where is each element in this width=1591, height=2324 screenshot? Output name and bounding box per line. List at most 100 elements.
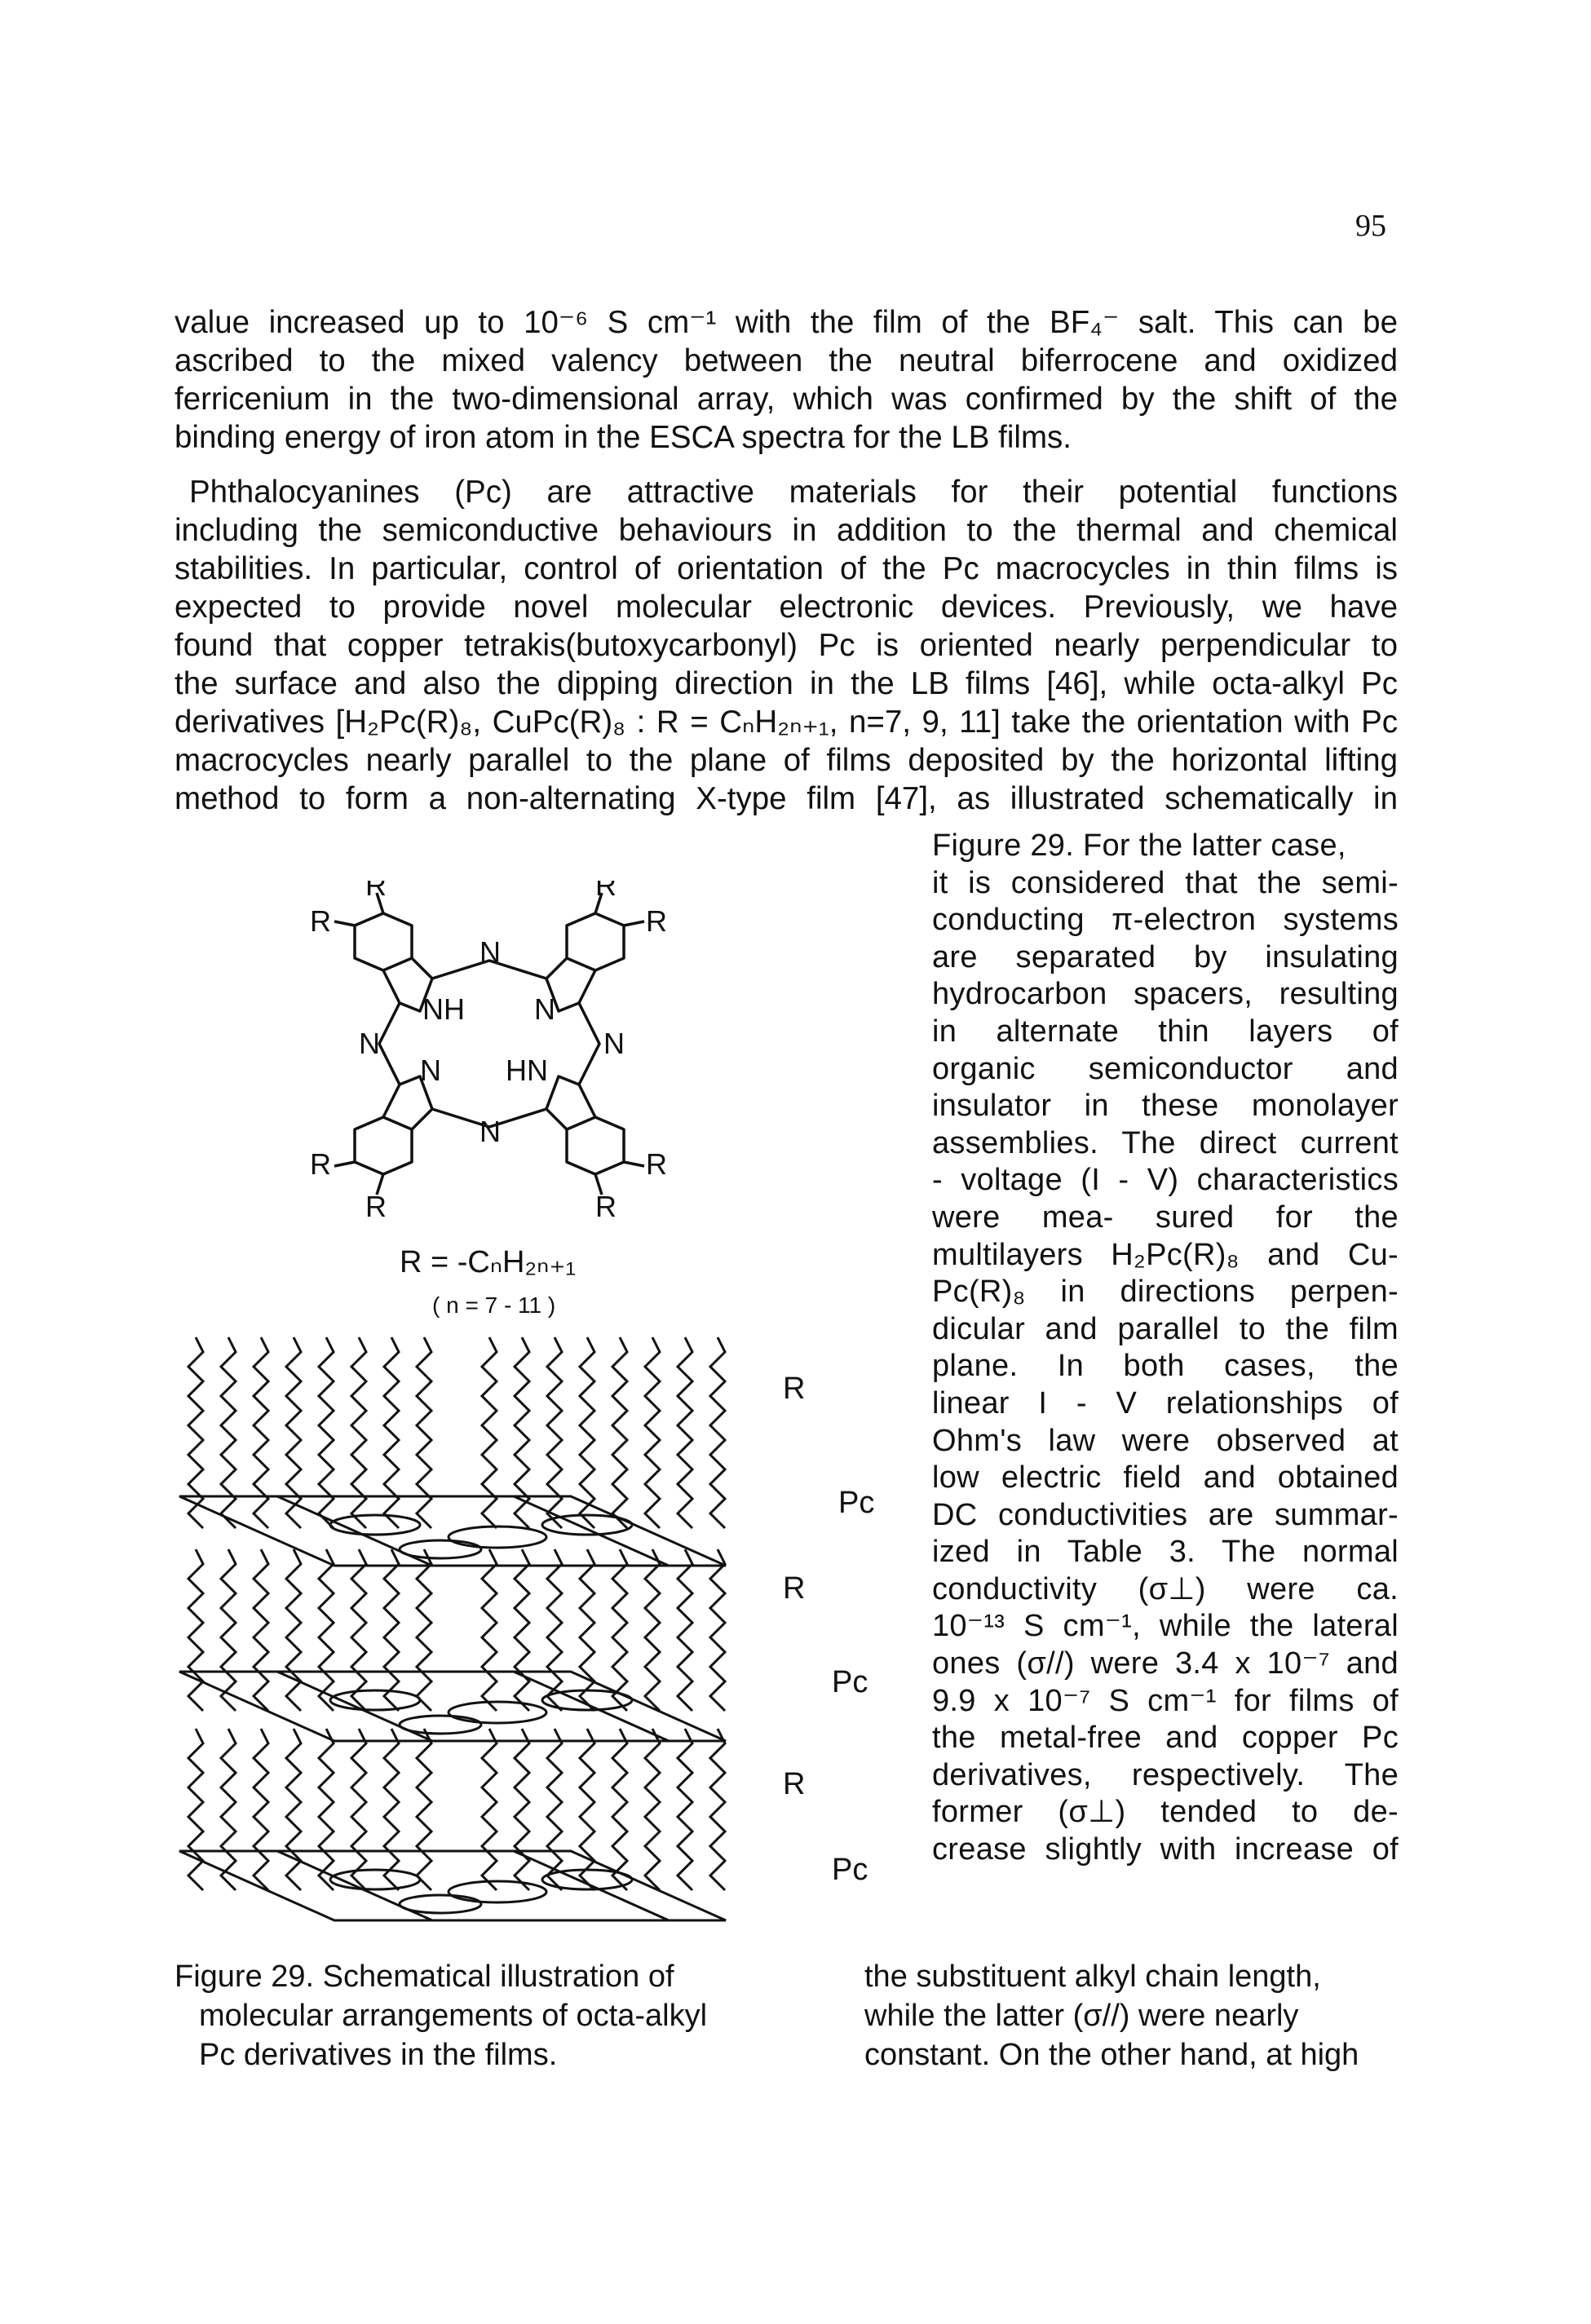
alkyl-chain — [643, 1549, 662, 1712]
alkyl-chain — [251, 1549, 271, 1712]
side-column-line: were mea- sured for the — [932, 1200, 1399, 1235]
side-column-line: the metal-free and copper Pc — [932, 1721, 1399, 1756]
side-column-line: conducting π-electron systems — [932, 903, 1399, 938]
paragraph-1: value increased up to 10⁻⁶ S cm⁻¹ with t… — [175, 303, 1398, 457]
paragraph-2-line-2: including the semiconductive behaviours … — [175, 513, 1398, 548]
side-column-line: DC conductivities are summar- — [932, 1497, 1399, 1532]
alkyl-chain — [382, 1337, 401, 1530]
side-column-line: dicular and parallel to the film — [932, 1311, 1399, 1346]
paragraph-2-line-3: stabilities. In particular, control of o… — [175, 551, 1398, 586]
layer-label-pc: Pc — [832, 1665, 868, 1699]
layer-labels: R Pc R Pc R Pc — [783, 1372, 874, 1887]
alkyl-chain — [284, 1337, 303, 1530]
side-column-line: Pc(R)₈ in directions perpen- — [932, 1275, 1399, 1310]
page-number: 95 — [1355, 209, 1386, 243]
side-column-line: linear I - V relationships of — [932, 1385, 1399, 1420]
r-label: R — [646, 904, 667, 938]
side-column-line: 10⁻¹³ S cm⁻¹, while the lateral — [932, 1609, 1399, 1644]
alkyl-chain — [512, 1728, 532, 1892]
r-label: R — [595, 881, 617, 902]
side-column-line: in alternate thin layers of — [932, 1014, 1399, 1049]
side-column-line: constant. On the other hand, at high — [864, 2038, 1359, 2072]
side-column-line: - voltage (I - V) characteristics — [932, 1163, 1399, 1198]
side-column-line: are separated by insulating — [932, 939, 1399, 974]
n-label: N — [480, 935, 501, 969]
layer-label-pc: Pc — [832, 1853, 868, 1887]
side-column-line: insulator in these monolayer — [932, 1089, 1399, 1124]
paragraph-2-line-1: Phthalocyanines (Pc) are attractive mate… — [189, 475, 1398, 510]
n-label: N — [480, 1115, 501, 1148]
r-label: R — [646, 1147, 667, 1181]
alkyl-chain — [382, 1728, 401, 1892]
nh-label: NH — [422, 992, 465, 1026]
side-column-line: ones (σ//) were 3.4 x 10⁻⁷ and — [932, 1646, 1399, 1681]
side-column-line: former (σ⊥) tended to de- — [932, 1795, 1399, 1830]
r-label: R — [365, 881, 387, 902]
side-column-line: it is considered that the semi- — [932, 865, 1399, 900]
figure-caption: Figure 29. Schematical illustration of m… — [175, 1957, 843, 2074]
caption-line-3: Pc derivatives in the films. — [199, 2038, 558, 2072]
alkyl-chain — [643, 1337, 662, 1530]
alkyl-chain — [219, 1549, 238, 1712]
paragraph-1-line-2: ascribed to the mixed valency between th… — [175, 343, 1398, 378]
side-column-line: plane. In both cases, the — [932, 1349, 1399, 1384]
r-label: R — [365, 1190, 387, 1223]
paragraph-2-line-8: macrocycles nearly parallel to the plane… — [175, 743, 1398, 778]
alkyl-chain — [219, 1337, 238, 1530]
alkyl-chain — [610, 1549, 630, 1712]
alkyl-chain — [414, 1728, 434, 1892]
n-label: N — [603, 1027, 625, 1060]
side-column-tail: the substituent alkyl chain length,while… — [864, 1957, 1359, 2074]
r-label: R — [595, 1190, 617, 1223]
alkyl-chain — [414, 1337, 434, 1530]
r-label: R — [310, 1147, 331, 1181]
alkyl-chain — [610, 1728, 630, 1892]
pc-plane-layer-3 — [179, 1849, 727, 1922]
alkyl-chain — [512, 1549, 532, 1712]
figure-29-illustration: R R R R R R R R N N N N N N NH HN R = -C… — [179, 881, 874, 1922]
side-column-line: the substituent alkyl chain length, — [864, 1959, 1321, 1994]
r-label: R — [310, 904, 331, 938]
alkyl-chain — [708, 1337, 727, 1530]
paragraph-2-line-9: method to form a non-alternating X-type … — [175, 781, 1398, 816]
alkyl-chain — [414, 1549, 434, 1712]
n-label: N — [420, 1054, 441, 1087]
alkyl-chain — [708, 1728, 727, 1892]
side-column-line: hydrocarbon spacers, resulting — [932, 977, 1399, 1012]
alkyl-chain — [186, 1728, 206, 1892]
layer-label-r: R — [783, 1372, 805, 1406]
alkyl-chain — [545, 1337, 564, 1530]
paragraph-2-line-4: expected to provide novel molecular elec… — [175, 590, 1398, 625]
paragraph-1-line-4: binding energy of iron atom in the ESCA … — [175, 420, 1072, 455]
side-column-line: Figure 29. For the latter case, — [932, 828, 1346, 863]
alkyl-chain — [284, 1728, 303, 1892]
alkyl-chain — [708, 1549, 727, 1712]
side-column-line: crease slightly with increase of — [932, 1832, 1399, 1867]
side-column-line: conductivity (σ⊥) were ca. — [932, 1571, 1399, 1606]
hn-label: HN — [506, 1054, 548, 1087]
alkyl-chain — [251, 1337, 271, 1530]
alkyl-chain — [186, 1337, 206, 1530]
paragraph-2: Phthalocyanines (Pc) are attractive mate… — [175, 473, 1398, 818]
alkyl-chains-layer-3 — [186, 1728, 727, 1892]
n-label: N — [534, 992, 555, 1026]
alkyl-chain — [675, 1728, 695, 1892]
substituent-range: ( n = 7 - 11 ) — [432, 1292, 555, 1318]
side-column-line: multilayers H₂Pc(R)₈ and Cu- — [932, 1237, 1399, 1272]
alkyl-chain — [349, 1549, 369, 1712]
alkyl-chain — [675, 1337, 695, 1530]
alkyl-chains-layer-2 — [186, 1549, 727, 1712]
side-column-line: derivatives, respectively. The — [932, 1757, 1399, 1792]
side-column-line: Ohm's law were observed at — [932, 1423, 1399, 1458]
layer-label-r: R — [783, 1571, 805, 1606]
alkyl-chain — [675, 1549, 695, 1712]
alkyl-chain — [316, 1337, 336, 1530]
alkyl-chain — [545, 1728, 564, 1892]
caption-line-2: molecular arrangements of octa-alkyl — [199, 1999, 708, 2033]
layer-label-pc: Pc — [838, 1486, 874, 1520]
alkyl-chain — [643, 1728, 662, 1892]
side-column-line: assemblies. The direct current — [932, 1125, 1399, 1160]
paragraph-2-line-7: derivatives [H₂Pc(R)₈, CuPc(R)₈ : R = Cₙ… — [175, 705, 1398, 740]
n-label: N — [359, 1027, 380, 1060]
side-column-line: ized in Table 3. The normal — [932, 1535, 1399, 1570]
